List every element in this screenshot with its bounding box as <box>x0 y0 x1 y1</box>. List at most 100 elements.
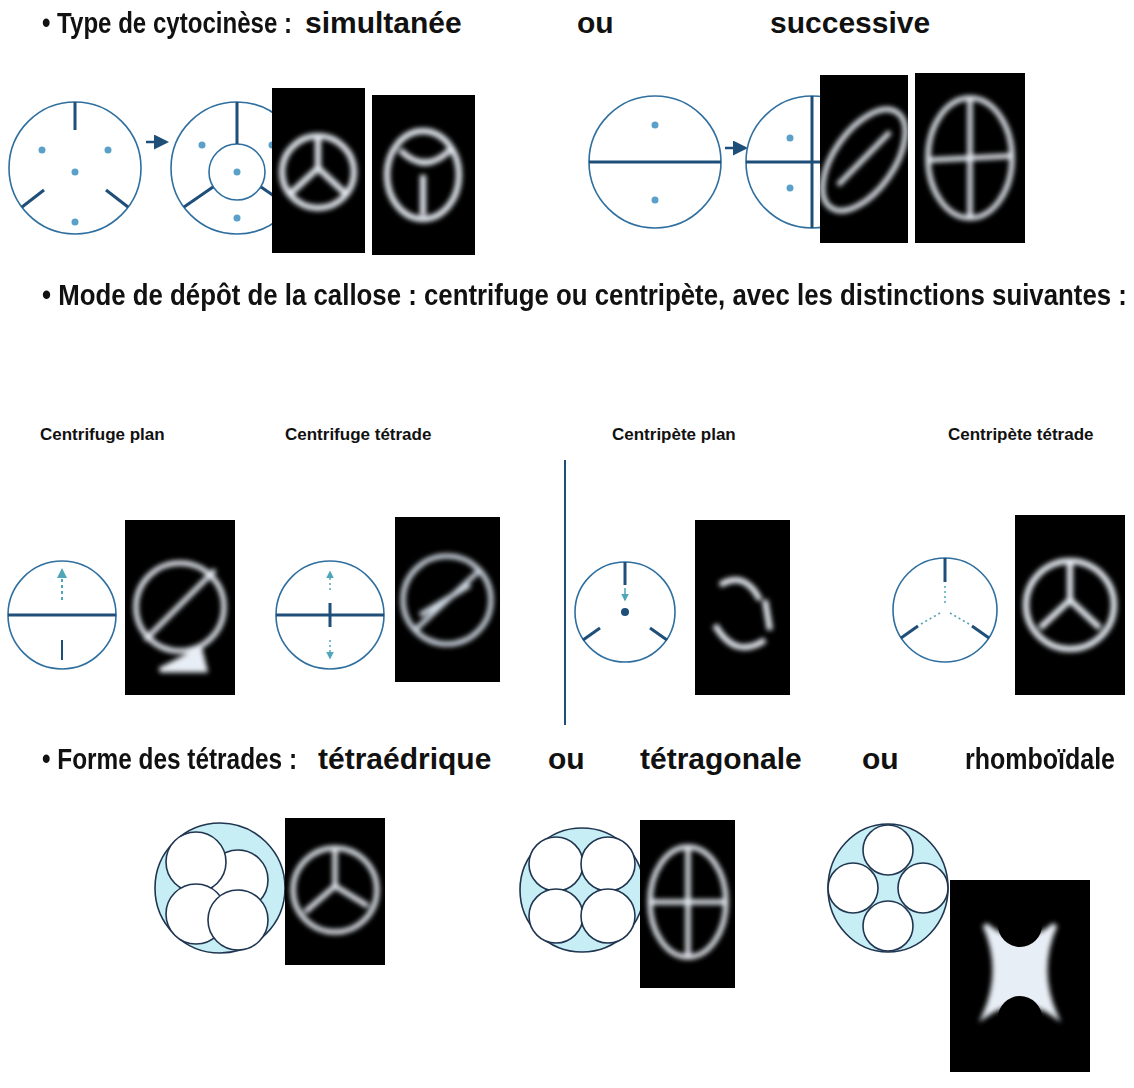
centripete-tetrad-scheme <box>944 586 946 606</box>
successive-scheme <box>589 96 721 228</box>
micrograph <box>650 847 726 957</box>
rhomboidal-tetrad <box>863 825 913 875</box>
micrograph <box>1026 561 1114 649</box>
simultaneous-scheme <box>106 190 128 207</box>
rhomboidal-tetrad <box>828 824 948 952</box>
micrograph <box>387 131 459 219</box>
centripete-tetrad-scheme <box>950 613 969 624</box>
micrograph <box>293 848 377 932</box>
section-heading: • Forme des tétrades : <box>42 742 297 777</box>
micrograph <box>720 580 760 600</box>
micrograph <box>1015 515 1125 695</box>
micrograph <box>806 95 922 224</box>
simultaneous-scheme <box>22 190 44 207</box>
micrograph <box>290 136 346 194</box>
simultaneous-scheme <box>74 102 77 130</box>
centripete-tetrad-scheme <box>893 558 997 662</box>
micrograph <box>838 132 890 185</box>
successive-scheme <box>652 122 659 129</box>
centripete-tetrad-scheme <box>893 558 997 662</box>
simultaneous-scheme <box>234 169 241 176</box>
micrograph <box>928 98 1012 218</box>
micrograph <box>125 520 235 695</box>
micrograph <box>272 88 475 255</box>
simultaneous-scheme <box>9 102 303 234</box>
micrograph <box>806 95 922 224</box>
category-term: tétraédrique <box>318 742 491 777</box>
connector-word: ou <box>577 6 614 41</box>
centripete-plan-scheme <box>650 628 667 640</box>
successive-scheme <box>787 135 794 142</box>
micrograph <box>403 556 491 644</box>
micrograph <box>715 580 770 647</box>
tetrahedral-tetrad <box>166 832 226 892</box>
micrograph <box>930 100 1010 216</box>
category-term: tétragonale <box>640 742 802 777</box>
centrifuge-tetrad-scheme <box>329 572 331 590</box>
tetrahedral-tetrad <box>208 890 268 950</box>
micrograph <box>1026 561 1114 649</box>
tetragonal-tetrad <box>581 837 635 891</box>
micrograph <box>765 600 770 630</box>
rhomboidal-tetrad <box>828 863 878 913</box>
micrograph <box>950 880 1090 1072</box>
micrograph <box>395 517 500 682</box>
rhomboidal-tetrad <box>863 901 913 951</box>
micrograph <box>998 996 1042 1040</box>
subtype-label: Centrifuge plan <box>40 425 165 445</box>
simultaneous-scheme <box>146 141 166 144</box>
tetragonal-tetrad <box>520 828 644 952</box>
centripete-plan-scheme <box>575 562 675 662</box>
centripete-tetrad-scheme <box>921 613 940 624</box>
category-term: simultanée <box>305 6 462 41</box>
micrograph <box>400 150 450 215</box>
subtype-label: Centrifuge tétrade <box>285 425 431 445</box>
micrograph <box>285 818 385 965</box>
micrograph <box>915 73 1025 243</box>
micrograph <box>950 880 1090 1072</box>
centripete-plan-scheme <box>624 562 627 585</box>
simultaneous-scheme <box>234 215 241 222</box>
tetrahedral-tetrad <box>155 823 285 953</box>
micrograph <box>403 556 491 644</box>
micrograph <box>387 131 459 219</box>
micrograph <box>1015 515 1125 695</box>
micrograph <box>145 570 215 640</box>
micrograph <box>652 847 724 957</box>
simultaneous-scheme <box>39 147 46 154</box>
simultaneous-scheme <box>209 144 265 200</box>
micrograph <box>695 520 790 695</box>
micrograph <box>928 98 1012 218</box>
centripete-tetrad-scheme <box>901 626 918 638</box>
centripete-tetrad-scheme <box>944 558 947 582</box>
successive-scheme <box>652 197 659 204</box>
centrifuge-plan-scheme <box>61 570 63 600</box>
rhomboidal-tetrad <box>898 863 948 913</box>
successive-scheme <box>787 185 794 192</box>
centripete-tetrad-scheme <box>972 626 989 638</box>
section-heading: • Type de cytocinèse : <box>42 6 292 41</box>
centripete-plan-scheme <box>583 628 600 640</box>
tetrahedral-tetrad <box>155 823 285 953</box>
micrograph <box>806 73 1025 243</box>
micrograph <box>395 517 500 682</box>
simultaneous-scheme <box>184 187 213 207</box>
micrograph <box>293 848 377 932</box>
divider-line <box>564 460 566 725</box>
subtype-label: Centripète plan <box>612 425 736 445</box>
successive-scheme <box>725 147 745 150</box>
centrifuge-tetrad-scheme <box>276 561 384 669</box>
centrifuge-plan-scheme <box>8 561 116 669</box>
connector-word: ou <box>862 742 899 777</box>
micrograph <box>136 563 224 651</box>
micrograph <box>650 847 726 957</box>
centripete-plan-scheme <box>624 588 626 600</box>
micrograph <box>640 820 735 988</box>
connector-word: ou <box>548 742 585 777</box>
micrograph <box>125 520 235 695</box>
rhomboidal-tetrad <box>828 824 948 952</box>
micrograph <box>272 88 365 253</box>
micrograph <box>282 136 354 208</box>
micrograph <box>715 625 765 647</box>
